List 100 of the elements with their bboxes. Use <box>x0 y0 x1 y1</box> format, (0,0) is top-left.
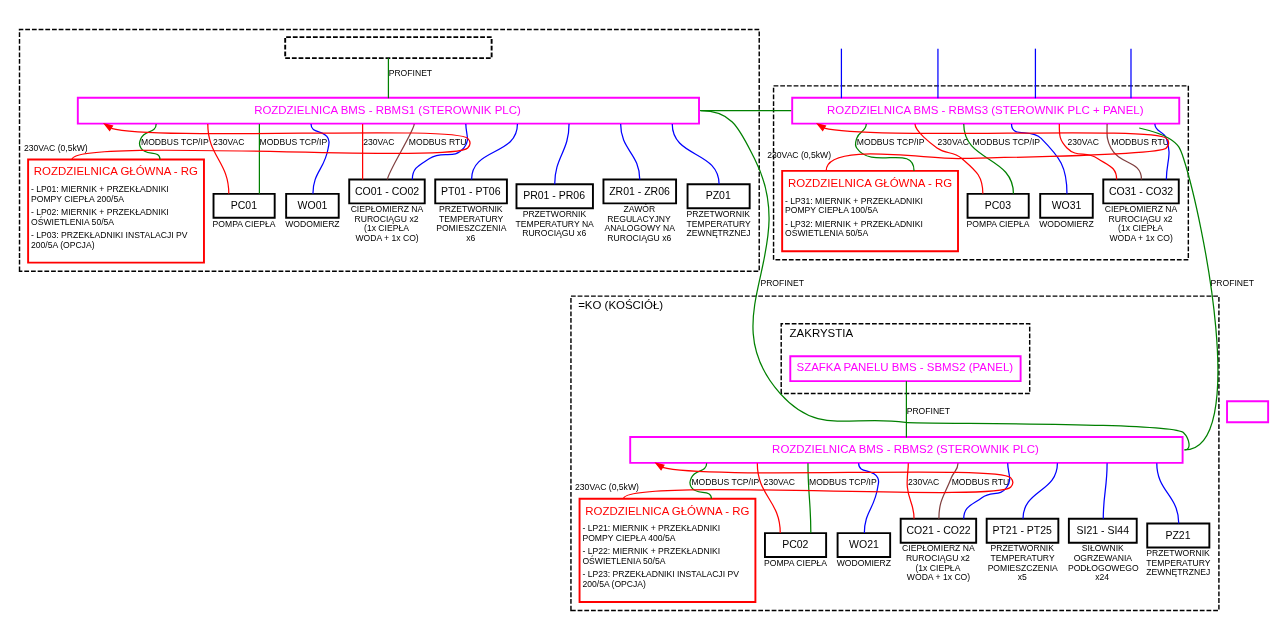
node-box: ROZDZIELNICA GŁÓWNA - RG - LP21: MIERNIK + PRZEKŁADNIKI POMPY CIEPŁA 400/5A - LP22: MIERNIK + PRZEKŁADNIKI OŚWIETLENIA 50/5A - LP23: PRZEKŁADNIKI INSTALACJI PV 200/5A (OPCJA) <box>578 497 757 603</box>
node-label: WODOMIERZ <box>285 218 340 229</box>
node-box: WO21 <box>836 532 892 558</box>
edge-label: MODBUS RTU <box>408 137 467 148</box>
node-label: SIŁOWNIK OGRZEWANIA PODŁOGOWEGO x24 <box>1067 543 1139 583</box>
connector <box>905 380 907 439</box>
edge-label: 230VAC <box>937 137 969 148</box>
node-box: ROZDZIELNICA BMS - RBMS3 (STEROWNIK PLC + PANEL) <box>791 96 1181 125</box>
node-box: PC03 <box>966 192 1030 219</box>
connector <box>937 48 939 99</box>
connector <box>258 123 260 195</box>
node-box: PC02 <box>764 532 828 558</box>
edge-label: MODBUS TCP/IP <box>691 476 760 487</box>
node-label: PRZETWORNIK TEMPERATURY POMIESZCZENIA x5 <box>987 543 1058 583</box>
edge-label: PROFINET <box>906 405 951 416</box>
connector <box>1156 462 1180 525</box>
node-box: ROZDZIELNICA BMS - RBMS2 (STEROWNIK PLC) <box>629 436 1184 464</box>
cluster <box>18 28 760 272</box>
edge-label: PROFINET <box>388 67 433 78</box>
connector <box>362 123 364 181</box>
node-box: PR01 - PR06 <box>515 183 594 210</box>
node-box: PZ01 <box>686 183 751 210</box>
edge-label: MODBUS RTU <box>951 476 1010 487</box>
connector <box>840 48 843 99</box>
node-label: POMPA CIEPŁA <box>212 218 276 229</box>
arrow <box>71 123 471 161</box>
edge-label: 230VAC <box>907 476 940 487</box>
connector <box>858 462 880 534</box>
node-label: PRZETWORNIK TEMPERATURY NA RUROCIĄGU x6 <box>515 208 594 239</box>
connector <box>938 462 959 520</box>
connector <box>386 123 415 181</box>
edge-label: MODBUS TCP/IP <box>856 137 925 148</box>
node-box: CO01 - CO02 <box>348 178 426 205</box>
node-box: ROZDZIELNICA GŁÓWNA - RG - LP31: MIERNIK + PRZEKŁADNIKI POMPY CIEPŁA 100/5A - LP32: MIERNIK + PRZEKŁADNIKI OŚWIETLENIA 50/5A <box>781 169 959 253</box>
connector <box>411 123 469 181</box>
edge-label: PROFINET <box>1210 277 1255 288</box>
node-label: POMPA CIEPŁA <box>966 218 1030 229</box>
connector <box>963 462 1011 520</box>
edge-label: 230VAC (0,5kW) <box>767 150 832 161</box>
node-box: WO01 <box>285 192 340 219</box>
connector <box>700 110 1190 451</box>
connector <box>470 123 519 181</box>
edge-label: MODBUS TCP/IP <box>259 137 328 148</box>
node-label: WODOMIERZ <box>836 557 892 568</box>
connector <box>1022 462 1058 520</box>
node-box: ZR01 - ZR06 <box>602 178 678 205</box>
node-box: CO31 - CO32 <box>1102 178 1180 205</box>
node-box: PT21 - PT25 <box>985 517 1060 544</box>
connector <box>620 123 641 181</box>
connector <box>854 123 915 172</box>
connector <box>906 462 915 520</box>
connector <box>699 110 792 112</box>
node-box: SZAFKA PANELU BMS - SBMS2 (PANEL) <box>789 355 1022 383</box>
node-label: CIEPŁOMIERZ NA RUROCIĄGU x2 (1x CIEPŁA WODA + 1x CO) <box>902 543 975 583</box>
connector <box>671 123 720 185</box>
connector <box>1130 48 1132 99</box>
node-box: ROZDZIELNICA BMS - RBMS1 (STEROWNIK PLC) <box>76 96 700 125</box>
edge-label: 230VAC <box>363 137 395 148</box>
edge-label: MODBUS TCP/IP <box>809 476 877 487</box>
arrow <box>622 462 1014 500</box>
node-box: PT01 - PT06 <box>434 178 508 205</box>
connector <box>807 462 812 534</box>
node-label: PRZETWORNIK TEMPERATURY ZEWNĘTRZNEJ <box>686 208 751 239</box>
edge-label: PROFINET <box>760 277 804 288</box>
node-label: PRZETWORNIK TEMPERATURY POMIESZCZENIA x6 <box>436 204 507 243</box>
connector <box>310 123 330 195</box>
connector <box>1058 123 1118 181</box>
connector <box>1106 123 1143 181</box>
edge-label: MODBUS TCP/IP <box>972 137 1041 148</box>
node-box: CO21 - CO22 <box>899 517 978 544</box>
edge-label: 230VAC <box>213 137 245 148</box>
arrow <box>815 123 1170 172</box>
node-label: CIEPŁOMIERZ NA RUROCIĄGU x2 (1x CIEPŁA WODA + 1x CO) <box>350 204 424 243</box>
connector <box>1034 48 1037 99</box>
node-box <box>1226 400 1270 424</box>
connector <box>914 123 984 195</box>
connector <box>138 123 161 161</box>
connector <box>756 462 781 534</box>
node-box: PZ21 <box>1146 522 1211 549</box>
node-box: ROZDZIELNICA GŁÓWNA - RG - LP01: MIERNIK + PRZEKŁADNIKI POMPY CIEPŁA 200/5A - LP02: MIERNIK + PRZEKŁADNIKI OŚWIETLENIA 50/5A - LP03: PRZEKŁADNIKI INSTALACJI PV 200/5A (OPCJA) <box>27 158 205 264</box>
connector <box>1102 462 1108 520</box>
node-box: SI21 - SI44 <box>1067 517 1138 544</box>
connector <box>963 123 1015 195</box>
edge-label: 230VAC (0,5kW) <box>575 482 639 493</box>
node-label: WODOMIERZ <box>1039 218 1094 229</box>
edge-label: 230VAC <box>763 476 795 487</box>
connector <box>554 123 570 185</box>
connector <box>207 123 230 195</box>
edge-label: 230VAC (0,5kW) <box>23 142 88 153</box>
node-label: ZAWÓR REGULACYJNY ANALOGOWY NA RUROCIĄGU x6 <box>604 204 675 243</box>
node-box: PC01 <box>212 192 276 219</box>
connector <box>689 462 713 500</box>
connector <box>387 57 390 99</box>
edge-label: 230VAC <box>1067 137 1099 148</box>
node-box: WO31 <box>1039 192 1094 219</box>
node-box <box>284 36 493 60</box>
edge-label: MODBUS TCP/IP <box>140 137 209 148</box>
connector <box>1138 127 1219 451</box>
connector <box>1010 123 1068 195</box>
node-label: PRZETWORNIK TEMPERATURY ZEWNĘTRZNEJ <box>1146 548 1211 578</box>
